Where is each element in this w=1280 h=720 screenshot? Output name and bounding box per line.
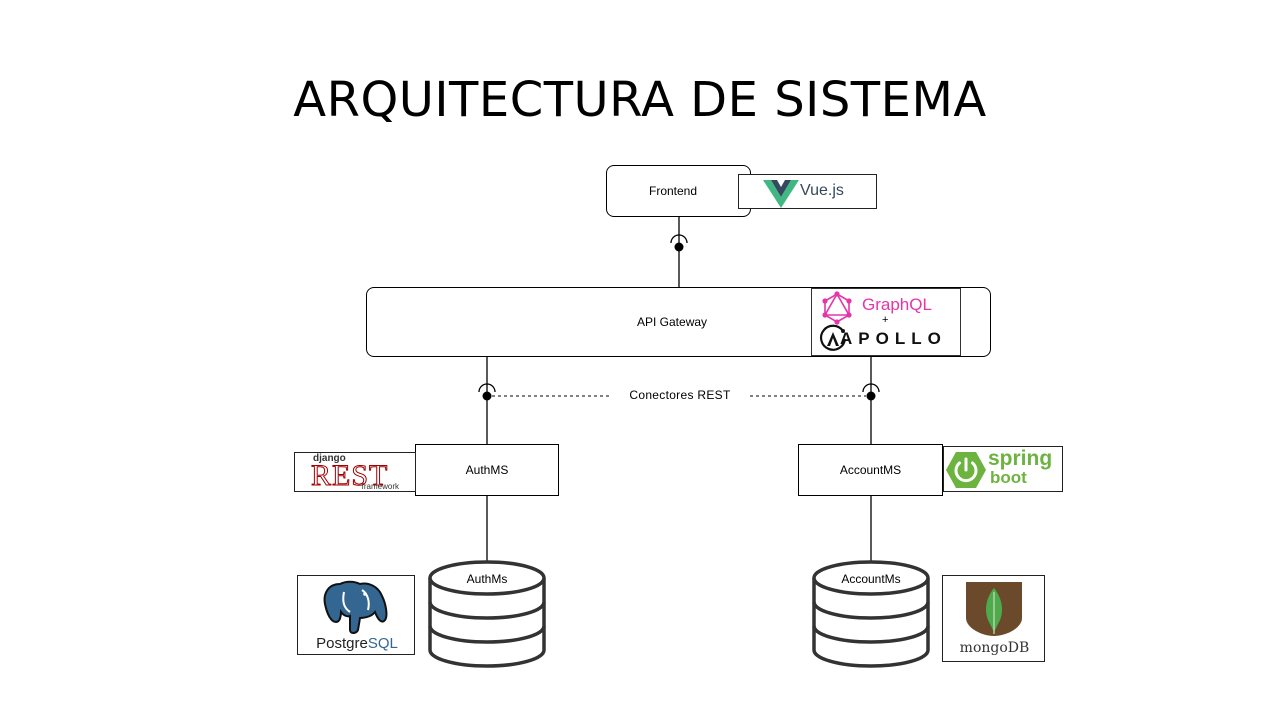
spring-text: spring [988,447,1053,470]
graphql-icon [822,291,852,325]
frontend-ball [674,242,684,252]
vue-logo: Vue.js [738,174,877,209]
graphql-apollo-logo: GraphQL + APOLLO [811,288,961,356]
postgresql-logo: PostgreSQL [297,575,415,655]
frontend-node: Frontend [606,165,751,217]
boot-text: boot [990,468,1027,487]
auth-ms-label: AuthMS [465,463,509,477]
api-gateway-label: API Gateway [637,315,708,329]
rest-text: REST [310,459,389,493]
postgresql-text: PostgreSQL [298,635,416,652]
django-rest-logo: django REST framework [294,452,416,493]
account-socket [862,383,880,393]
mongodb-text: mongoDB [943,640,1046,656]
account-db-cylinder [812,560,930,668]
django-text: django [313,453,346,464]
apollo-text: APOLLO [840,329,947,348]
mongo-text-b: DB [1007,640,1030,656]
mongo-text-a: mongo [959,640,1008,656]
page-title: ARQUITECTURA DE SISTEMA [293,72,987,128]
postgres-text-b: SQL [367,635,398,652]
auth-ball [482,391,492,401]
frontend-socket [670,234,688,244]
frontend-label: Frontend [649,184,698,198]
spring-power-icon [946,452,986,488]
auth-db-cylinder [428,560,546,668]
account-ball [866,391,876,401]
vue-icon [763,180,799,208]
mongodb-leaf-icon [966,582,1022,636]
auth-ms-node: AuthMS [415,444,559,496]
apollo-icon [819,324,847,351]
mongodb-logo: mongoDB [942,575,1045,662]
elephant-icon [323,580,388,634]
account-ms-node: AccountMS [798,444,943,496]
account-ms-label: AccountMS [839,463,902,477]
auth-db-label: AuthMs [466,572,508,586]
framework-text: framework [361,482,399,491]
vue-text: Vue.js [800,182,844,199]
postgres-text-a: Postgre [316,635,368,652]
rest-connector-label: Conectores REST [610,388,750,402]
spring-boot-logo: spring boot [943,446,1063,492]
plus-text: + [882,314,889,326]
graphql-text: GraphQL [862,295,932,314]
account-db-label: AccountMs [841,572,901,586]
auth-socket [478,383,496,393]
